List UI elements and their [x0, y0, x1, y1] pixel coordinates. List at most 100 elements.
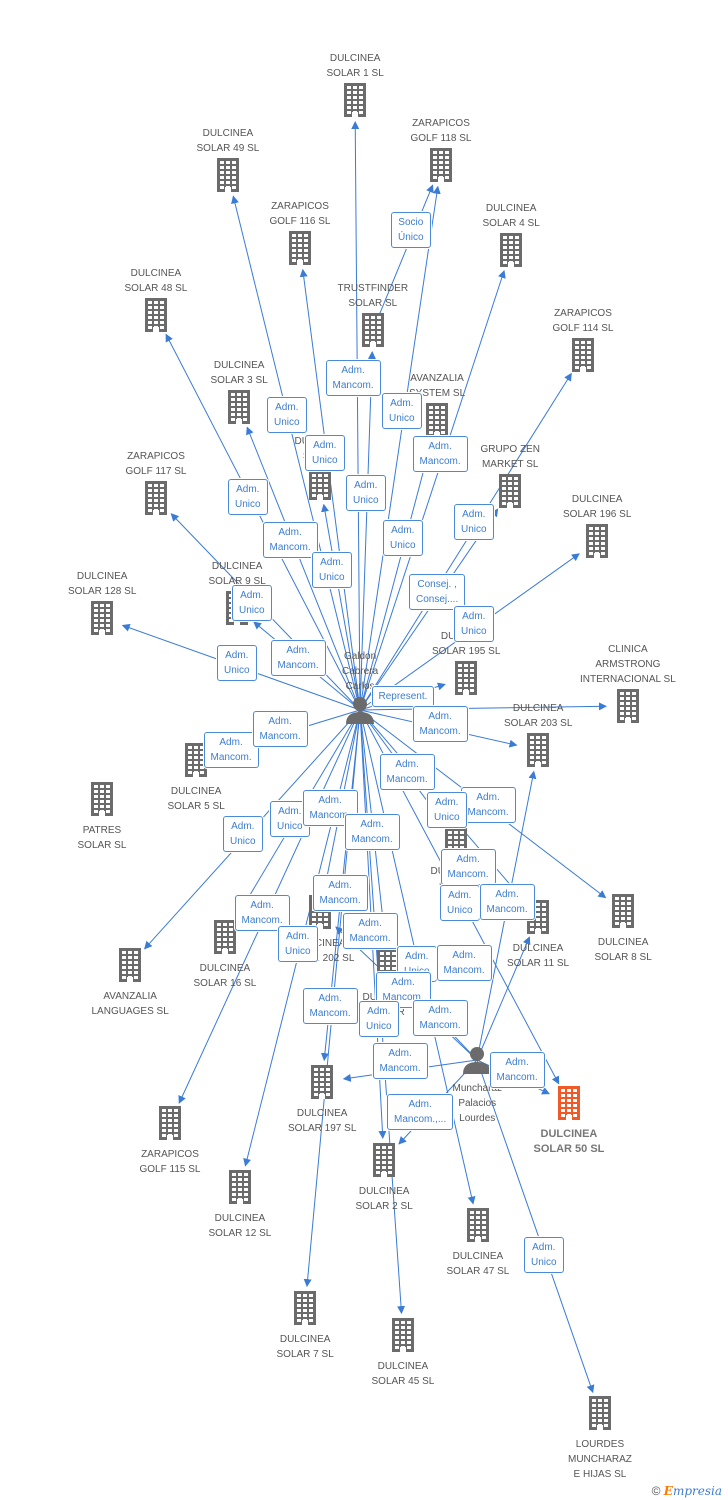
edge-label[interactable]: Adm. Unico [228, 479, 268, 515]
company-node-n1[interactable]: DULCINEA SOLAR 1 SL [327, 51, 384, 122]
edge-label[interactable]: Adm. Unico [524, 1237, 564, 1273]
edge-label[interactable]: Adm. Unico [346, 475, 386, 511]
company-node-n47[interactable]: DULCINEA SOLAR 47 SL [447, 1208, 509, 1279]
node-label: AVANZALIA SYSTEM SL [409, 373, 466, 399]
edge-label[interactable]: Adm. Mancom. [489, 1052, 545, 1088]
company-node-n3[interactable]: DULCINEA SOLAR 3 SL [211, 358, 268, 429]
company-node-n16[interactable]: DULCINEA SOLAR 16 SL [194, 920, 256, 991]
edge-label[interactable]: Adm. Mancom. [412, 706, 468, 742]
company-node-n45[interactable]: DULCINEA SOLAR 45 SL [371, 1318, 435, 1389]
company-node-z116[interactable]: ZARAPICOS GOLF 116 SL [270, 199, 330, 270]
company-node-n203[interactable]: DULCINEA SOLAR 203 SL [504, 701, 572, 772]
edge-label[interactable]: Adm. Mancom. [262, 522, 318, 558]
edge-label[interactable]: Adm. Mancom. [252, 711, 308, 747]
edge-galdon-n49 [231, 195, 361, 711]
edge-label[interactable]: Adm. Mancom. [203, 732, 259, 768]
edge-label[interactable]: Adm. Unico [454, 504, 494, 540]
edge-galdon-aval [359, 440, 434, 711]
company-node-n50[interactable]: DULCINEA SOLAR 50 SL [533, 1086, 605, 1157]
company-node-z118[interactable]: ZARAPICOS GOLF 118 SL [411, 116, 471, 187]
building-icon [143, 481, 169, 520]
building-icon [615, 689, 641, 728]
company-node-lourdes[interactable]: LOURDES MUNCHARAZ E HIJAS SL [568, 1396, 632, 1482]
edge-label[interactable]: Adm. Unico [383, 520, 423, 556]
person-node-munch[interactable]: Muncharaz Palacios Lourdes [453, 1046, 502, 1126]
company-node-n8[interactable]: DULCINEA SOLAR 8 SL [595, 894, 652, 965]
edge-label[interactable]: Adm. Mancom. [344, 814, 400, 850]
edge-galdon-clinica [359, 702, 607, 711]
company-node-n12[interactable]: DULCINEA SOLAR 12 SL [208, 1170, 272, 1241]
node-label: DULCINEA SOLAR 50 SL [533, 1128, 605, 1155]
copyright-symbol: © [651, 1484, 661, 1498]
edge-label[interactable]: Adm. Mancom. [325, 360, 381, 396]
node-label: DULCINEA SOLAR 203 SL [504, 703, 573, 729]
company-node-n5[interactable]: DULCINEA SOLAR 5 SL [168, 743, 225, 814]
company-node-patres[interactable]: PATRES SOLAR SL [78, 782, 126, 853]
person-node-galdon[interactable]: Galdon Cabrera Carlos [342, 649, 378, 729]
company-node-n11[interactable]: DULCINEA SOLAR 11 SL [507, 900, 569, 971]
company-node-n7[interactable]: DULCINEA SOLAR 7 SL [277, 1291, 334, 1362]
edge-label[interactable]: Adm. Unico [427, 792, 467, 828]
person-icon [462, 1046, 492, 1079]
edge-label[interactable]: Adm. Mancom. [436, 945, 492, 981]
edge-label[interactable]: Adm. Mancom. [479, 884, 535, 920]
company-node-aval[interactable]: AVANZALIA SYSTEM SL [409, 371, 465, 442]
node-label: ZARAPICOS GOLF 115 SL [139, 1149, 201, 1175]
node-label: DULCINEA SOLAR 12 SL [208, 1213, 272, 1239]
edge-label[interactable]: Adm. Mancom. [379, 754, 435, 790]
edge-label[interactable]: Adm. Unico [267, 397, 307, 433]
edge-label[interactable]: Adm. Mancom. [302, 988, 358, 1024]
edge-label[interactable]: Adm. Mancom. [412, 436, 468, 472]
company-node-n4[interactable]: DULCINEA SOLAR 4 SL [483, 201, 540, 272]
building-icon [309, 1065, 335, 1104]
edge-label[interactable]: Adm. Mancom. [312, 875, 368, 911]
edge-label[interactable]: Adm. Unico [382, 393, 422, 429]
node-label: AVANZALIA LANGUAGES SL [91, 991, 169, 1017]
building-icon [287, 231, 313, 270]
edge-label[interactable]: Adm. Unico [305, 435, 345, 471]
company-node-n197[interactable]: DULCINEA SOLAR 197 SL [288, 1065, 356, 1136]
edge-label[interactable]: Adm. Mancom. [372, 1043, 428, 1079]
edge-label[interactable]: Adm. Mancom. [412, 1000, 468, 1036]
node-label: DULCINEA SOLAR 45 SL [371, 1361, 435, 1387]
company-node-n2[interactable]: DULCINEA SOLAR 2 SL [356, 1143, 413, 1214]
company-node-trust[interactable]: TRUSTFINDER SOLAR SL [338, 281, 408, 352]
building-icon [453, 661, 479, 700]
edge-label[interactable]: Adm. Unico [223, 816, 263, 852]
edge-label[interactable]: Adm. Unico [232, 585, 272, 621]
company-node-z114[interactable]: ZARAPICOS GOLF 114 SL [552, 306, 614, 377]
company-node-n49[interactable]: DULCINEA SOLAR 49 SL [197, 126, 259, 197]
company-node-avlang[interactable]: AVANZALIA LANGUAGES SL [92, 948, 169, 1019]
edge-munch-n11 [476, 936, 531, 1061]
edge-label[interactable]: Adm. Mancom. [270, 640, 326, 676]
company-node-n128[interactable]: DULCINEA SOLAR 128 SL [68, 569, 136, 640]
edge-label[interactable]: Adm. Mancom. [234, 895, 290, 931]
edge-label[interactable]: Adm. Mancom.,... [387, 1094, 454, 1130]
company-node-zen[interactable]: GRUPO ZEN MARKET SL [481, 442, 540, 513]
company-node-n48[interactable]: DULCINEA SOLAR 48 SL [125, 266, 187, 337]
node-label: CLINICA ARMSTRONG INTERNACIONAL SL [580, 644, 676, 685]
edge-label[interactable]: Adm. Mancom. [440, 849, 496, 885]
edge-label[interactable]: Adm. Unico [440, 885, 480, 921]
edge-label[interactable]: Adm. Unico [312, 552, 352, 588]
building-icon [342, 83, 368, 122]
footer-brand[interactable]: © Empresia [652, 1484, 722, 1498]
edge-label[interactable]: Socio Único [391, 212, 431, 248]
building-icon [497, 474, 523, 513]
edge-label[interactable]: Adm. Unico [278, 926, 318, 962]
node-label: ZARAPICOS GOLF 114 SL [552, 308, 614, 334]
node-label: DULCINEA SOLAR 7 SL [276, 1334, 334, 1360]
company-node-clinica[interactable]: CLINICA ARMSTRONG INTERNACIONAL SL [580, 642, 676, 728]
edge-label[interactable]: Adm. Unico [217, 645, 257, 681]
edge-label[interactable]: Consej. , Consej.... [409, 574, 466, 610]
node-label: DULCINEA SOLAR 9 SL [208, 561, 266, 587]
edge-label[interactable]: Adm. Mancom. [342, 913, 398, 949]
edge-label[interactable]: Adm. Unico [454, 606, 494, 642]
edge-label[interactable]: Adm. Unico [359, 1001, 399, 1037]
edge-label[interactable]: Represent. [371, 685, 435, 707]
company-node-z115[interactable]: ZARAPICOS GOLF 115 SL [139, 1106, 201, 1177]
edge-label[interactable]: Adm. Mancom. [460, 787, 516, 823]
company-node-z117[interactable]: ZARAPICOS GOLF 117 SL [126, 449, 186, 520]
building-icon [143, 298, 169, 337]
company-node-n196[interactable]: DULCINEA SOLAR 196 SL [563, 492, 631, 563]
